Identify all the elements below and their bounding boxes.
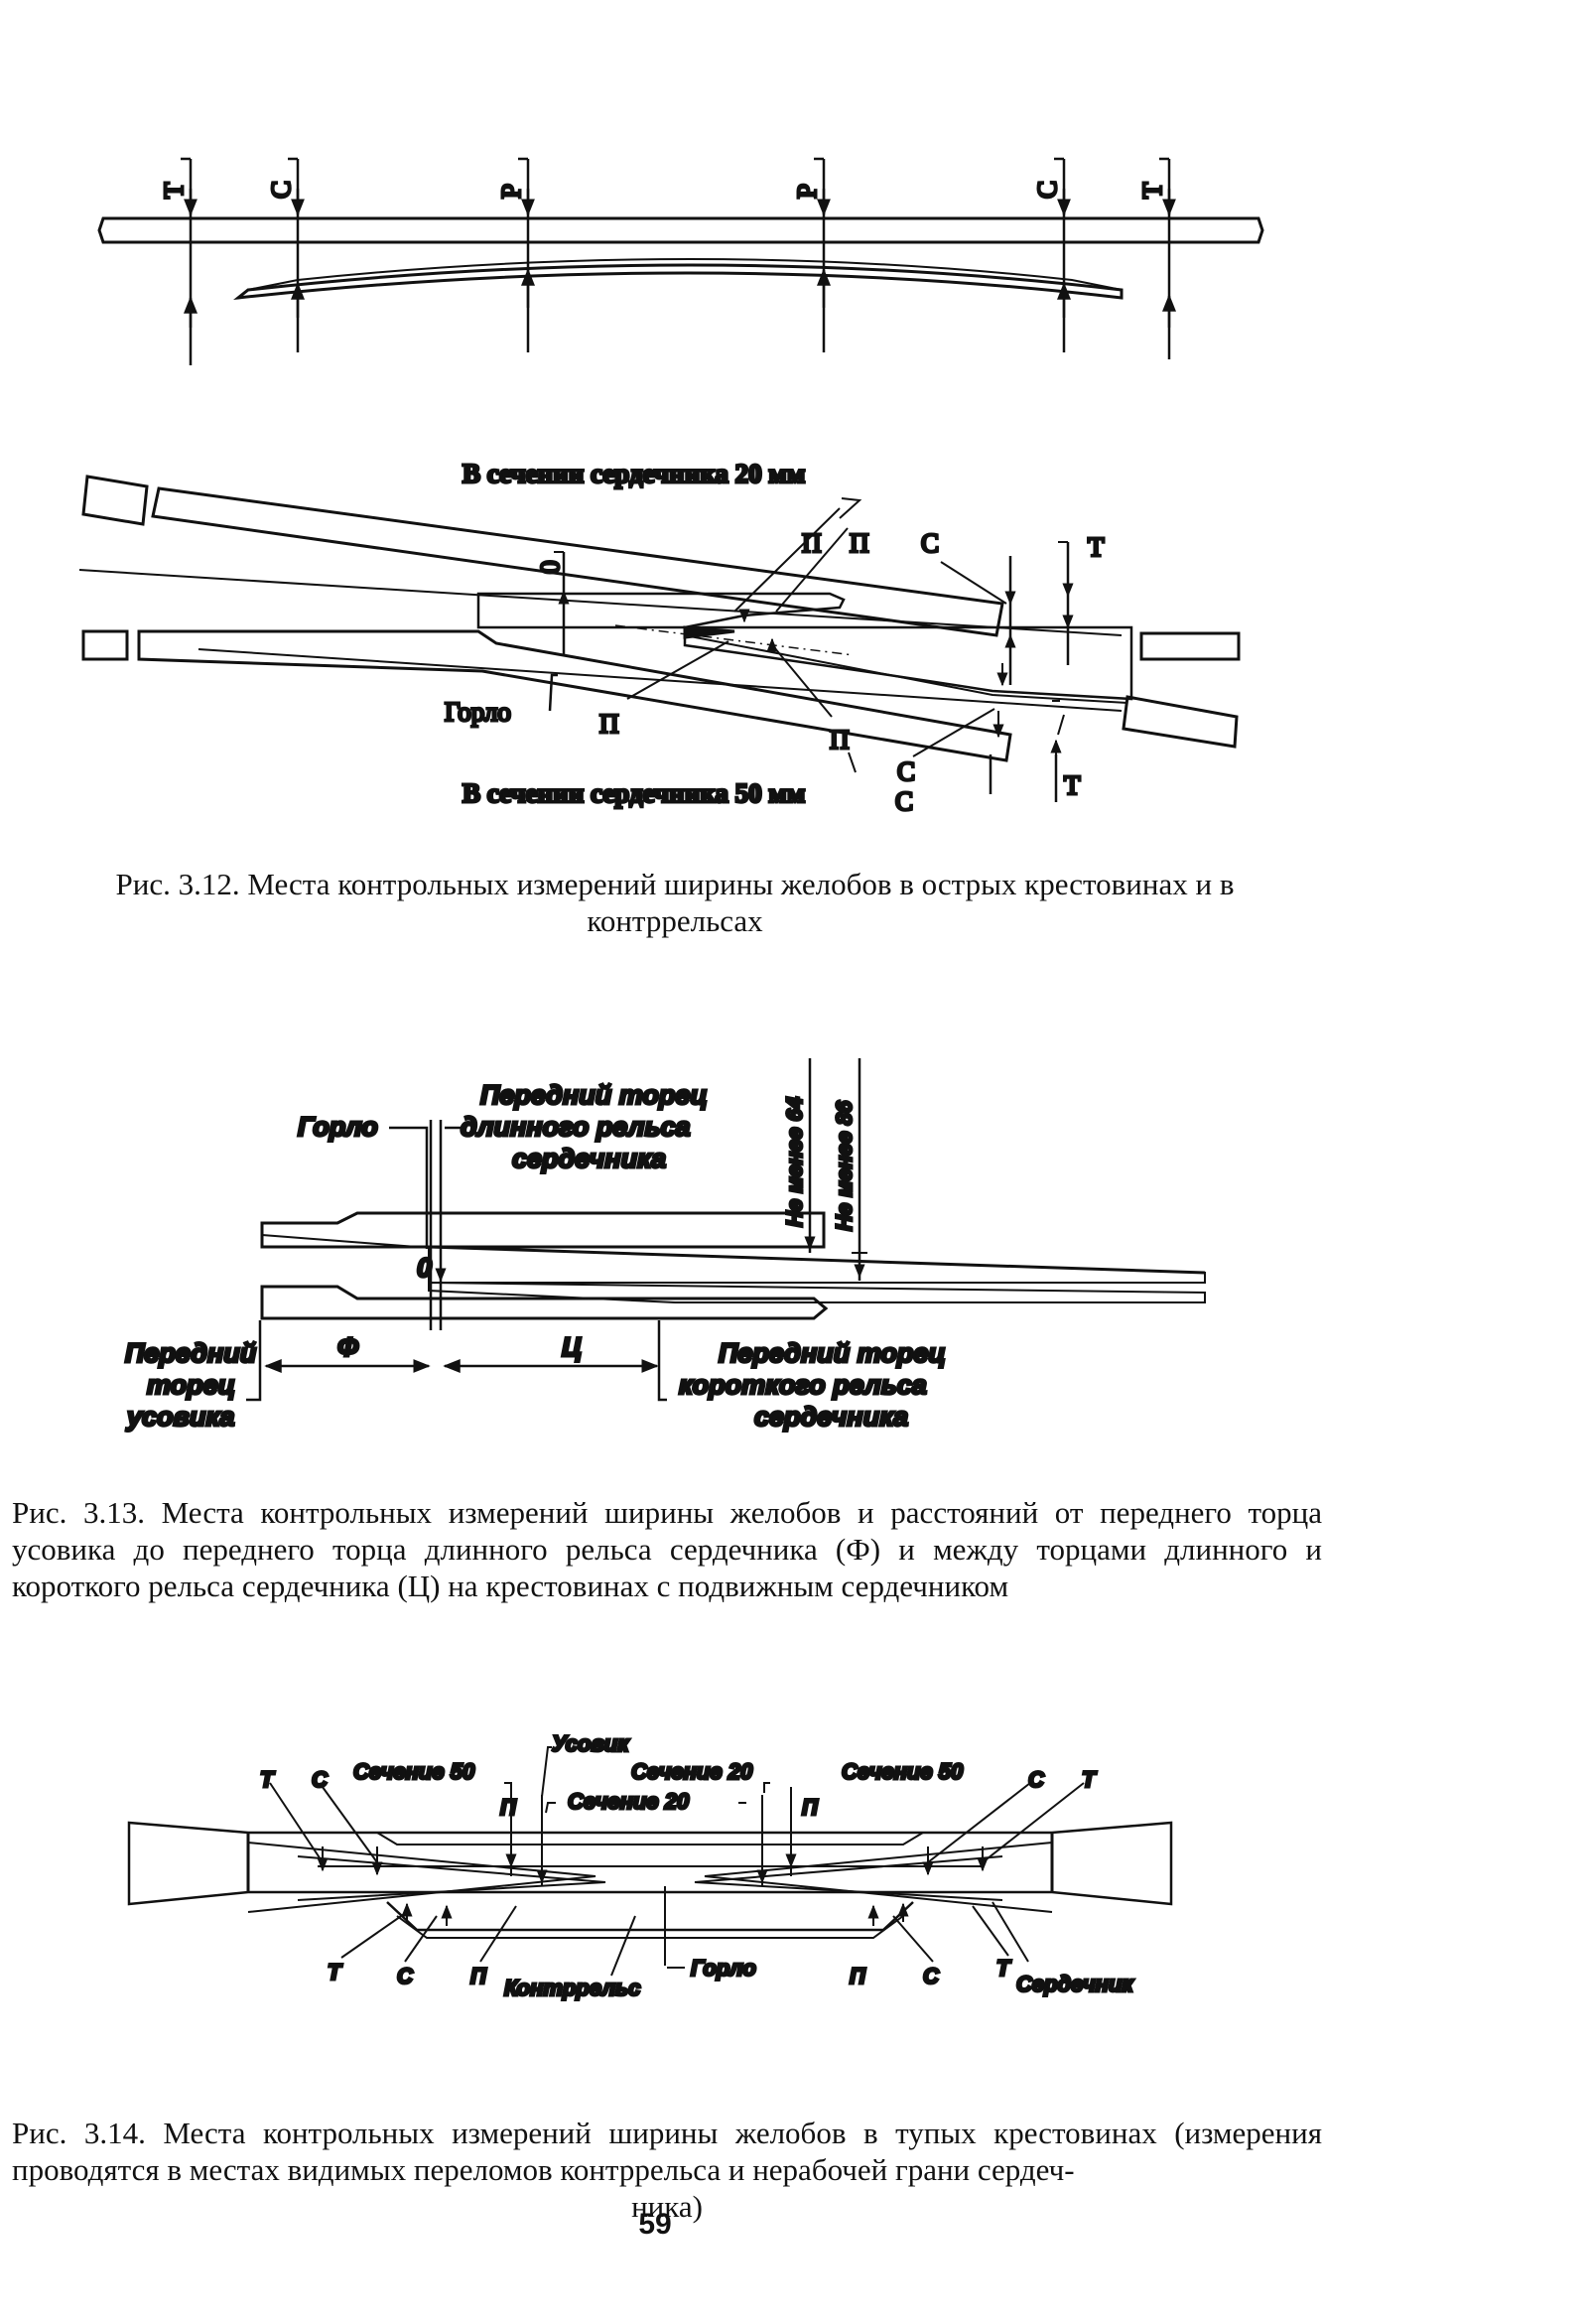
label-t2: Т <box>1137 182 1167 199</box>
label-c-a: С <box>921 528 939 558</box>
label-front-long-1: Передний торец <box>480 1080 708 1110</box>
caption-fig-3-12: Рис. 3.12. Места контрольных измерений ш… <box>115 867 1235 938</box>
label-c-l-bottom: С <box>397 1964 414 1988</box>
figure-3-13-movable-frog <box>246 1058 1206 1402</box>
label-t-r-top: Т <box>1082 1767 1097 1792</box>
label-section20-left: Сечение 20 <box>568 1789 690 1814</box>
label-p-c: П <box>599 709 619 739</box>
label-section50-right: Сечение 50 <box>842 1759 964 1784</box>
caption-fig-3-14-main: Рис. 3.14. Места контрольных измерений ш… <box>12 2116 1322 2187</box>
label-p1: Р <box>496 184 526 199</box>
label-o-1: 0 <box>535 561 565 575</box>
label-c-r-top: С <box>1028 1767 1045 1792</box>
label-front-long-2: длинного рельса <box>461 1112 691 1142</box>
label-front-usovik-3: усовика <box>125 1402 234 1432</box>
caption-fig-3-14-end: ника) <box>631 2189 703 2224</box>
label-p-r-bottom: П <box>850 1964 866 1988</box>
label-o-2: 0 <box>417 1253 432 1283</box>
label-gorlo-3: Горло <box>691 1956 756 1981</box>
label-phi: Ф <box>337 1332 358 1362</box>
figure-3-14-obtuse-crossing <box>127 1746 1173 1977</box>
label-gorlo-2: Горло <box>298 1112 378 1142</box>
label-t-r-bottom: Т <box>996 1956 1011 1981</box>
label-ts: Ц <box>562 1332 582 1362</box>
page-number: 59 <box>638 2208 672 2241</box>
label-t-a: Т <box>1088 532 1105 562</box>
label-not-less-86: Не менее 86 <box>832 1100 857 1231</box>
label-c-l-top: С <box>312 1767 329 1792</box>
label-t1: Т <box>159 182 189 199</box>
label-front-short-1: Передний торец <box>719 1338 946 1368</box>
label-c-c: С <box>895 786 913 816</box>
label-section20-top: Сечение 20 <box>631 1759 753 1784</box>
label-serdechnik: Сердечник <box>1016 1972 1134 1996</box>
label-front-long-3: сердечника <box>512 1144 666 1173</box>
label-c-r-bottom: С <box>923 1964 940 1988</box>
label-section-20: В сечении сердечника 20 мм <box>463 459 805 488</box>
label-p-l-bottom: П <box>470 1964 487 1988</box>
label-p-r-top: П <box>802 1795 819 1820</box>
label-front-short-3: сердечника <box>754 1402 908 1432</box>
label-t-b: Т <box>1064 770 1081 800</box>
label-p2: Р <box>792 184 822 199</box>
figure-3-12-contrail <box>97 157 1264 365</box>
label-section-50: В сечении сердечника 50 мм <box>463 778 805 808</box>
label-p-a: П <box>802 528 822 558</box>
label-p-l-top: П <box>500 1795 517 1820</box>
label-front-usovik-1: Передний <box>125 1338 257 1368</box>
label-t-l-bottom: Т <box>328 1960 342 1984</box>
label-section50-left: Сечение 50 <box>353 1759 475 1784</box>
label-c1: С <box>266 181 296 199</box>
label-p-d: П <box>830 725 850 754</box>
label-gorlo-1: Горло <box>445 697 511 727</box>
label-front-short-2: короткого рельса <box>679 1370 927 1400</box>
label-usovik: Усовик <box>552 1731 630 1756</box>
label-not-less-64: Не менее 64 <box>782 1097 807 1227</box>
label-c2: С <box>1032 181 1062 199</box>
caption-fig-3-13: Рис. 3.13. Места контрольных измерений ш… <box>12 1495 1322 1603</box>
label-p-b: П <box>850 528 869 558</box>
label-c-b: С <box>897 756 915 786</box>
label-kontrrels: Контррельс <box>504 1976 640 2000</box>
figure-3-12-frog <box>78 475 1241 802</box>
label-front-usovik-2: торец <box>147 1370 235 1400</box>
label-t-l-top: Т <box>260 1767 275 1792</box>
caption-fig-3-14: Рис. 3.14. Места контрольных измерений ш… <box>12 2115 1322 2225</box>
